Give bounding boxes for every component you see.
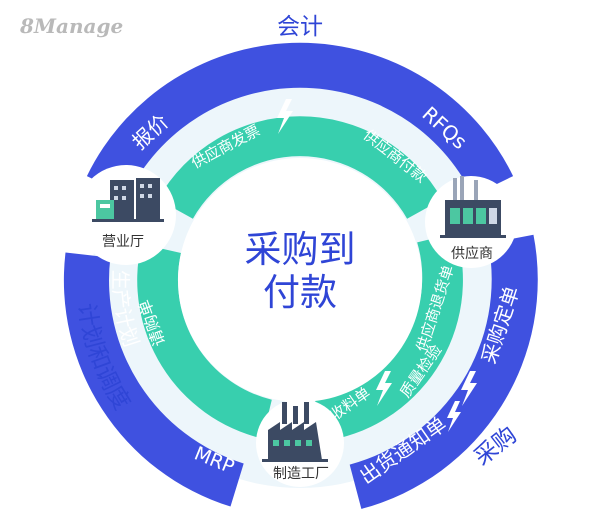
node-label: 制造工厂	[273, 466, 329, 482]
lightning-icon	[376, 371, 392, 406]
center-title-line2: 付款	[263, 271, 337, 314]
center-disc	[178, 158, 422, 402]
outer-arc-right	[349, 234, 538, 509]
node-supplier: 供应商	[425, 176, 517, 268]
lightning-icon	[461, 371, 477, 406]
outer-arc-left	[63, 252, 244, 507]
center-title-line1: 采购到	[245, 228, 356, 271]
node-factory: 制造工厂	[256, 399, 344, 487]
inner-arc-top	[157, 116, 443, 219]
industrial-plant-icon	[440, 176, 506, 238]
building-icon	[92, 178, 164, 222]
factory-icon	[262, 402, 328, 462]
outer-label-accounting: 会计	[277, 14, 323, 40]
node-label: 供应商	[451, 245, 493, 262]
ring-diagram	[63, 42, 538, 509]
lightning-icon	[447, 401, 461, 432]
node-sales-office: 营业厅	[76, 165, 176, 265]
lightning-icon	[277, 99, 293, 134]
outer-arc-top	[86, 42, 514, 196]
inner-arc-left	[137, 244, 272, 439]
node-label: 营业厅	[102, 234, 144, 250]
brand-logo: 8Manage	[19, 14, 123, 38]
